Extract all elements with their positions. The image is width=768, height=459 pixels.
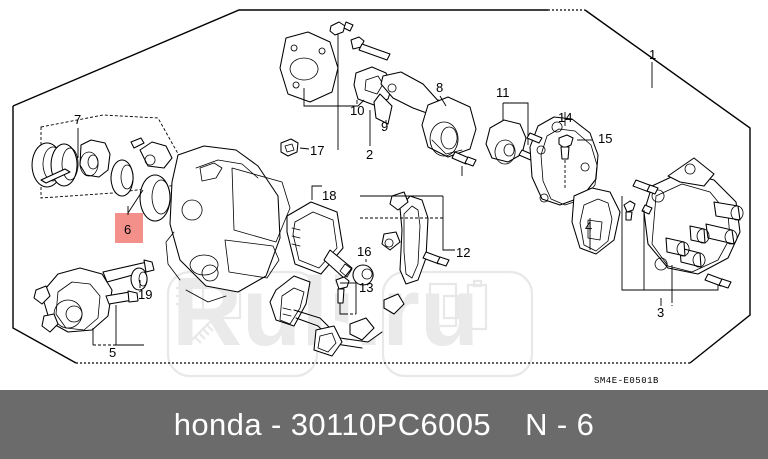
callout-4: 4 (585, 219, 592, 234)
part-group-7 (31, 114, 187, 199)
callout-13: 13 (359, 280, 373, 295)
callout-1: 1 (649, 47, 656, 62)
part-number-label: 30110PC6005 (290, 406, 492, 442)
exploded-parts-drawing: Ruli.ru (12, 9, 751, 386)
callout-11: 11 (496, 85, 510, 100)
part-group-bracket-small (130, 137, 173, 169)
part-group-top-assembly (279, 21, 477, 176)
caption-bar: honda - 30110PC6005 N - 6 (0, 390, 768, 459)
part-group-distributor-housing (165, 145, 291, 303)
callout-14: 14 (558, 110, 572, 125)
drawing-code: SM4E-E0501B (594, 376, 659, 386)
part-group-3 (621, 157, 744, 306)
callout-12: 12 (456, 245, 470, 260)
callout-10: 10 (350, 103, 364, 118)
part-group-13 (269, 275, 383, 357)
callout-8: 8 (436, 80, 443, 95)
callout-2: 2 (366, 147, 373, 162)
caption-separator (0, 386, 768, 390)
callout-5: 5 (109, 345, 116, 360)
callout-7: 7 (74, 112, 81, 127)
callout-19: 19 (138, 287, 152, 302)
part-group-17 (280, 138, 310, 157)
part-group-6 (127, 174, 171, 222)
part-group-11 (485, 102, 537, 165)
callout-17: 17 (310, 143, 324, 158)
callout-labels: 1 2 3 4 5 6 7 8 9 10 11 12 13 14 15 16 1… (74, 47, 664, 360)
callout-leaders (127, 62, 662, 306)
part-group-19 (130, 267, 148, 291)
brand-label: honda (173, 406, 262, 442)
diagram-canvas: Ruli.ru (12, 9, 751, 386)
part-group-4 (571, 187, 621, 255)
callout-6: 6 (124, 222, 131, 237)
part-group-15 (558, 134, 592, 190)
callout-3: 3 (657, 305, 664, 320)
callout-9: 9 (381, 119, 388, 134)
part-group-12 (360, 191, 455, 315)
diagram-frame (12, 9, 751, 364)
part-group-5 (33, 259, 155, 346)
caption-dash: - (261, 406, 291, 442)
part-group-16 (352, 259, 374, 286)
callout-18: 18 (322, 188, 336, 203)
callout-15: 15 (598, 131, 612, 146)
caption-part-label: honda - 30110PC6005 (174, 407, 491, 443)
part-group-18 (286, 185, 353, 279)
callout-16: 16 (357, 244, 371, 259)
caption-text: honda - 30110PC6005 N - 6 (174, 407, 595, 443)
page-ref-label: N - 6 (525, 406, 595, 442)
callout-6-highlight (115, 213, 143, 243)
